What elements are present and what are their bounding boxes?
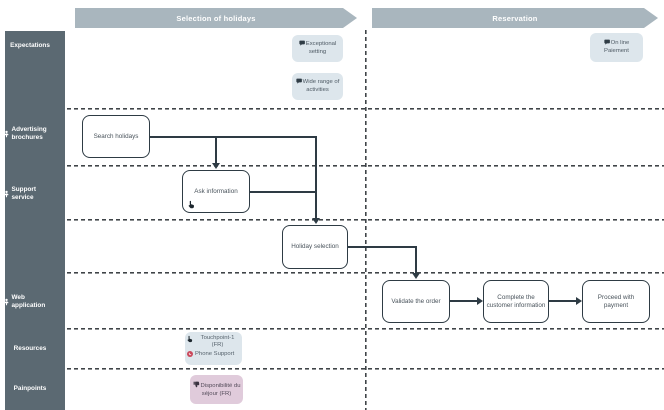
painpoint-chip[interactable]: Disponibilité du séjour (FR) — [190, 375, 243, 404]
lane-label-advertising-brochures[interactable]: Advertising brochures — [0, 126, 60, 141]
step-label: Holiday selection — [291, 243, 339, 251]
lane-label-painpoints[interactable]: Painpoints — [0, 385, 60, 393]
connector-ask-to-holiday — [250, 191, 316, 193]
arrowhead-right-icon — [477, 297, 483, 305]
expectation-note-wide-range[interactable]: Wide range of activities — [292, 73, 343, 100]
comment-icon — [604, 39, 610, 45]
phone-support-entry: Phone Support — [187, 351, 240, 358]
connector-to-ask-information — [215, 136, 217, 163]
person-icon — [3, 130, 9, 137]
note-label: Wide range of activities — [302, 79, 340, 93]
note-label: Exceptional setting — [305, 41, 337, 55]
phase-banner-selection-of-holidays[interactable]: Selection of holidays — [75, 8, 357, 28]
lane-label-text: Painpoints — [13, 385, 47, 392]
note-content: On line Paiement — [593, 39, 640, 55]
note-label: On line Paiement — [604, 40, 630, 54]
lane-label-support-service[interactable]: Support service — [0, 186, 60, 201]
person-icon — [3, 298, 9, 305]
connector-complete-to-proceed — [549, 300, 577, 302]
step-complete-customer-information[interactable]: Complete the customer information — [483, 280, 549, 323]
phone-support-label: Phone Support — [195, 350, 235, 357]
comment-icon — [299, 40, 305, 46]
person-icon — [3, 190, 9, 197]
lane-label-expectations[interactable]: Expectations — [0, 42, 60, 50]
connector-to-holiday-selection — [315, 136, 317, 218]
note-content: Wide range of activities — [295, 78, 340, 94]
lane-label-text: Resources — [13, 345, 47, 352]
arrowhead-down-icon — [212, 163, 220, 169]
touchpoint-label: Touchpoint-1 (FR) — [200, 335, 235, 349]
connector-holiday-to-validate-v — [415, 246, 417, 274]
phase-banner-label: Reservation — [492, 13, 538, 23]
connector-holiday-to-validate-h — [348, 246, 417, 248]
comment-icon — [296, 78, 302, 84]
step-ask-information[interactable]: Ask information — [182, 170, 250, 213]
step-validate-the-order[interactable]: Validate the order — [382, 280, 450, 323]
expectation-note-exceptional-setting[interactable]: Exceptional setting — [292, 35, 343, 62]
touchpoint-entry: Touchpoint-1 (FR) — [187, 335, 240, 350]
painpoint-label: Disponibilité du séjour (FR) — [200, 382, 241, 397]
lane-sidebar — [5, 31, 65, 410]
step-search-holidays[interactable]: Search holidays — [82, 115, 150, 158]
lane-label-text: Advertising brochures — [11, 126, 47, 141]
lane-label-text: Web application — [11, 294, 46, 309]
phone-icon — [187, 351, 193, 358]
step-holiday-selection[interactable]: Holiday selection — [282, 225, 348, 269]
phase-divider — [365, 30, 367, 410]
lane-label-text: Support service — [11, 186, 37, 201]
thumbs-down-icon — [193, 381, 199, 388]
arrowhead-down-icon — [412, 273, 420, 279]
pointing-hand-icon — [188, 200, 194, 209]
step-label: Search holidays — [93, 132, 139, 140]
step-label: Validate the order — [391, 297, 441, 305]
arrowhead-down-icon — [312, 218, 320, 224]
connector-validate-to-complete — [450, 300, 478, 302]
connector-search-branch — [150, 136, 317, 138]
expectation-note-online-payment[interactable]: On line Paiement — [590, 33, 643, 62]
step-label: Proceed with payment — [597, 293, 635, 309]
step-label: Complete the customer information — [486, 293, 546, 309]
lane-label-text: Expectations — [10, 42, 50, 49]
phase-banner-reservation[interactable]: Reservation — [372, 8, 658, 28]
phase-banner-label: Selection of holidays — [176, 13, 256, 23]
painpoint-content: Disponibilité du séjour (FR) — [192, 381, 241, 398]
pointing-hand-icon — [187, 335, 193, 343]
step-proceed-with-payment[interactable]: Proceed with payment — [582, 280, 650, 323]
lane-label-resources[interactable]: Resources — [0, 345, 60, 353]
lane-label-web-application[interactable]: Web application — [0, 294, 60, 309]
step-label: Ask information — [194, 187, 238, 195]
note-content: Exceptional setting — [295, 40, 340, 56]
resources-chip[interactable]: Touchpoint-1 (FR) Phone Support — [185, 332, 242, 365]
arrowhead-right-icon — [576, 297, 582, 305]
